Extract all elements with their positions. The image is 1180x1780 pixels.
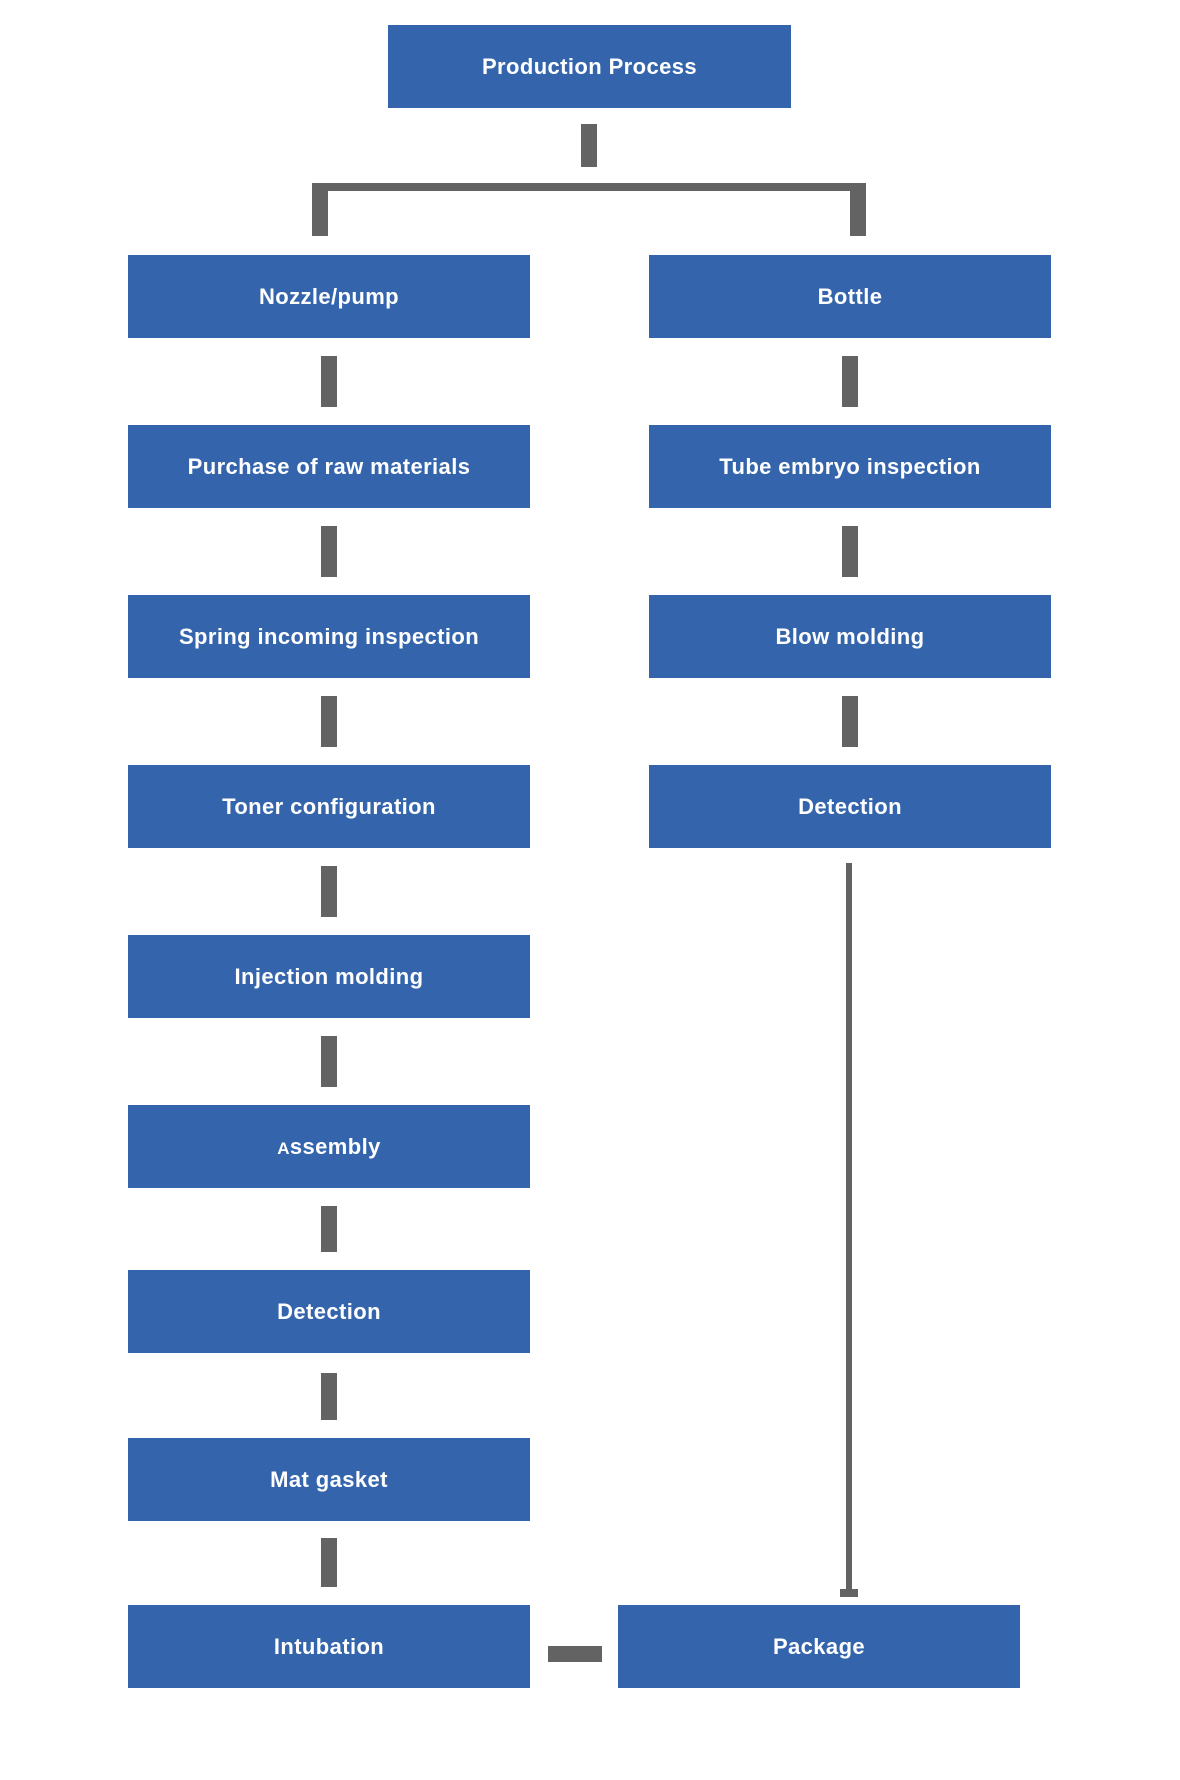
connector-branch-horizontal [312, 183, 866, 191]
connector-left-1 [321, 356, 337, 407]
node-label: Injection molding [234, 963, 424, 989]
node-label: Package [772, 1633, 866, 1659]
connector-intubation-package-dash [548, 1646, 602, 1662]
node-injection-molding: Injection molding [128, 935, 530, 1018]
node-label: Detection [277, 1298, 381, 1324]
connector-root-stub [581, 124, 597, 167]
node-label: Detection [798, 793, 902, 819]
node-detection-bottle: Detection [649, 765, 1051, 848]
connector-right-3 [842, 696, 858, 747]
node-toner-configuration: Toner configuration [128, 765, 530, 848]
node-intubation: Intubation [128, 1605, 530, 1688]
connector-left-2 [321, 526, 337, 577]
connector-detection-package-cap [840, 1589, 858, 1597]
connector-left-6 [321, 1206, 337, 1252]
node-label: Toner configuration [222, 793, 436, 819]
connector-left-8 [321, 1538, 337, 1587]
node-bottle: Bottle [649, 255, 1051, 338]
node-spring-incoming-inspection: Spring incoming inspection [128, 595, 530, 678]
connector-right-1 [842, 356, 858, 407]
node-label: Intubation [273, 1633, 385, 1659]
connector-left-5 [321, 1036, 337, 1087]
node-label: Purchase of raw materials [187, 453, 471, 479]
node-label: Spring incoming inspection [178, 623, 480, 649]
node-package: Package [618, 1605, 1020, 1688]
node-label: Production Process [481, 53, 698, 79]
node-label: Blow molding [775, 623, 925, 649]
connector-left-3 [321, 696, 337, 747]
connector-left-7 [321, 1373, 337, 1420]
node-label: Assembly [277, 1133, 381, 1159]
node-label: Nozzle/pump [258, 283, 400, 309]
node-production-process: Production Process [388, 25, 791, 108]
node-label: Bottle [817, 283, 883, 309]
node-assembly: Assembly [128, 1105, 530, 1188]
node-label: Tube embryo inspection [719, 453, 981, 479]
node-tube-embryo-inspection: Tube embryo inspection [649, 425, 1051, 508]
connector-detection-package-line [846, 863, 852, 1590]
connector-branch-left-stub [312, 183, 328, 236]
connector-left-4 [321, 866, 337, 917]
node-detection-nozzle: Detection [128, 1270, 530, 1353]
node-label: Mat gasket [270, 1466, 388, 1492]
node-purchase-raw-materials: Purchase of raw materials [128, 425, 530, 508]
node-blow-molding: Blow molding [649, 595, 1051, 678]
connector-branch-right-stub [850, 183, 866, 236]
connector-right-2 [842, 526, 858, 577]
node-nozzle-pump: Nozzle/pump [128, 255, 530, 338]
node-mat-gasket: Mat gasket [128, 1438, 530, 1521]
